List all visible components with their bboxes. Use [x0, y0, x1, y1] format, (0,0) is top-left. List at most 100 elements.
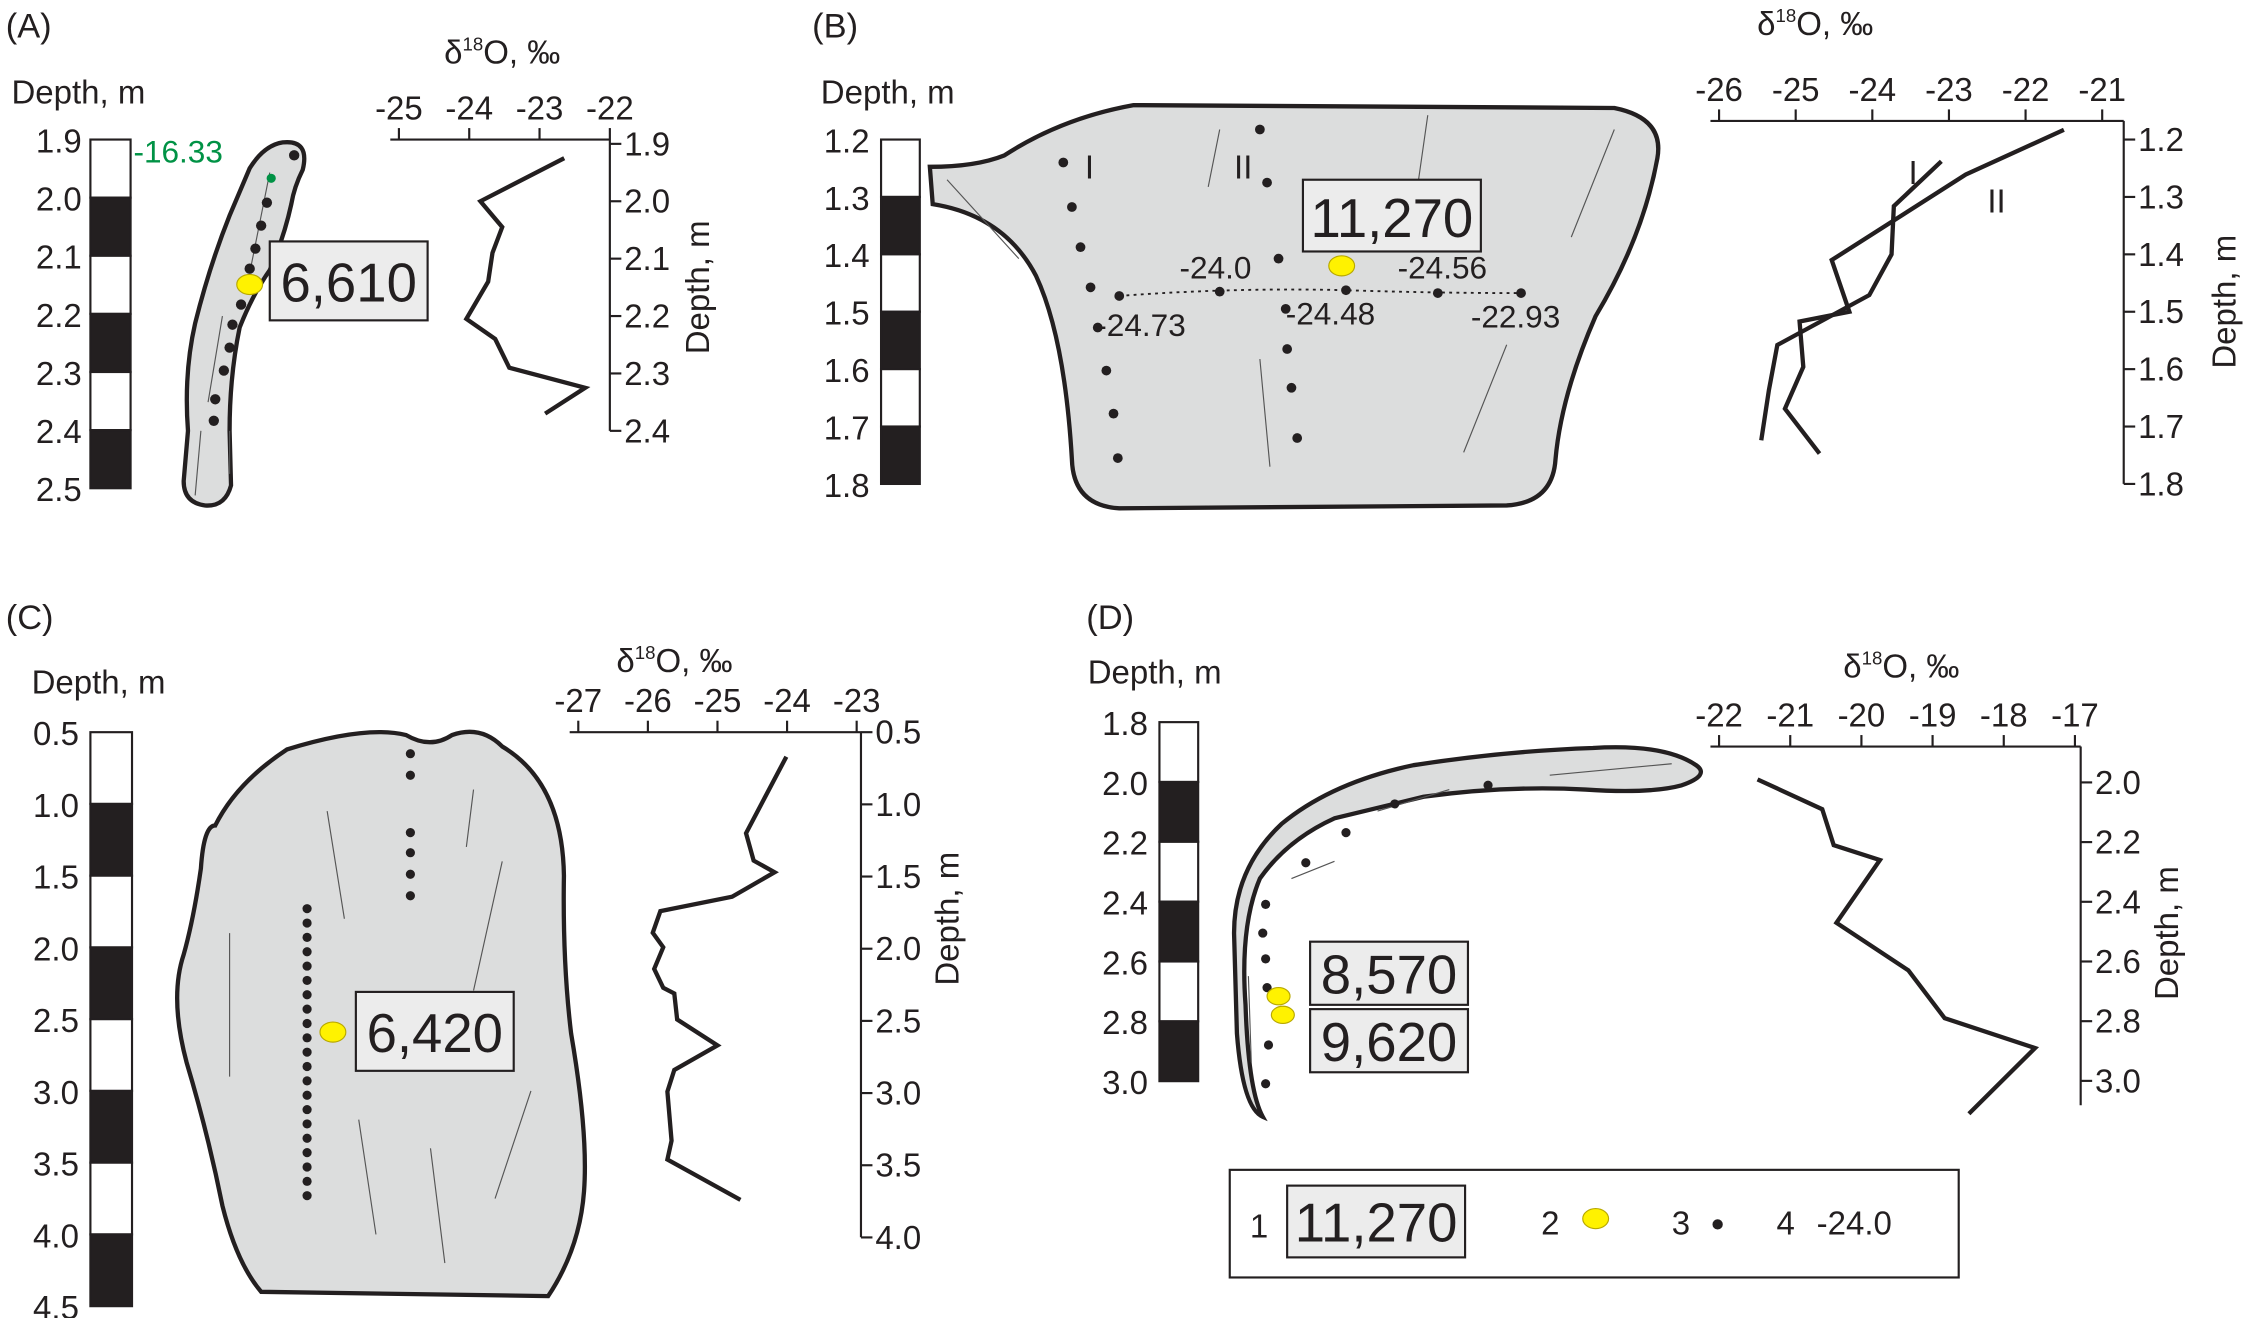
depth-scale-block: [89, 802, 134, 877]
x-tick-label: -21: [2078, 71, 2126, 108]
depth-scale-label: 3.0: [33, 1074, 79, 1111]
ice-wedge-outline-a: [181, 140, 307, 508]
depth-scale-block: [1158, 780, 1200, 843]
age-box-a: [268, 240, 429, 322]
ice-veins-b: [946, 115, 1615, 467]
depth-scale-block: [89, 731, 134, 806]
y-tick-label: 1.5: [2138, 293, 2184, 330]
y-tick-label: 2.5: [875, 1002, 921, 1039]
x-tick-label: -24: [445, 89, 493, 126]
sample-point: [302, 961, 312, 971]
legend-number-2: 2: [1541, 1204, 1559, 1241]
depth-scale-title-c: Depth, m: [32, 663, 166, 700]
dating-point: [1266, 987, 1291, 1006]
y-tick-label: 2.0: [875, 930, 921, 967]
sample-point: [261, 197, 273, 208]
value-label: -24.0: [1180, 250, 1252, 286]
vein-i-points: [1058, 157, 1123, 463]
ice-veins-d: [1247, 763, 1672, 1063]
y-tick-label: 1.0: [875, 786, 921, 823]
age-label-b: 11,270: [1311, 188, 1474, 249]
series-label: II: [1987, 183, 2005, 220]
sample-point: [302, 932, 312, 942]
y-tick-label: 2.4: [2095, 883, 2141, 920]
generated-scales-and-profiles: 1.92.02.12.22.32.42.51.21.31.41.51.61.71…: [33, 5, 2243, 1318]
sample-point: [210, 394, 221, 405]
ice-veins-a: [194, 172, 271, 496]
depth-scale-block: [89, 1233, 134, 1308]
sample-point: [302, 975, 312, 986]
sample-point: [250, 243, 261, 254]
y-tick-label: 2.1: [624, 240, 670, 277]
depth-scale-block: [879, 425, 921, 486]
sample-point: [302, 1004, 312, 1014]
depth-scale-block: [89, 946, 134, 1021]
profile-line-c-profile: [650, 755, 789, 1202]
depth-scale-block: [89, 1089, 134, 1164]
y-axis-title: Depth, m: [679, 220, 716, 354]
x-tick-label: -23: [1925, 71, 1973, 108]
depth-scale-block: [1158, 1020, 1200, 1083]
depth-scale-title-d: Depth, m: [1088, 653, 1222, 690]
ice-wedge-b: I II 11,270 -24.0 -24.56 -24.73 -24.48 -…: [927, 102, 1661, 511]
x-tick-label: -22: [1695, 696, 1743, 733]
x-tick-label: -25: [1772, 71, 1820, 108]
vein-label-i: I: [1085, 148, 1094, 185]
profile-line-b-i: [1759, 159, 1943, 441]
depth-scale-label: 2.4: [1102, 885, 1148, 922]
y-tick-label: 2.4: [624, 412, 670, 449]
green-value-label: -16.33: [133, 134, 222, 170]
y-tick-label: 3.0: [2095, 1062, 2141, 1099]
sample-point: [302, 1076, 312, 1086]
profile-line-a-profile: [463, 156, 591, 416]
series-label: I: [1908, 154, 1917, 191]
y-axis-title: Depth, m: [2206, 235, 2243, 369]
vein-ii-points: [1255, 124, 1303, 443]
x-tick-label: -26: [624, 682, 672, 719]
depth-scale-block: [89, 138, 132, 199]
sample-point: [302, 990, 312, 1000]
x-tick-label: -26: [1695, 71, 1743, 108]
sample-point: [218, 365, 230, 376]
sample-point: [302, 1061, 312, 1072]
depth-scale-label: 0.5: [33, 715, 79, 752]
age-box-d1: [1309, 940, 1470, 1006]
depth-scale-block: [89, 196, 132, 257]
legend-number-1: 1: [1250, 1207, 1268, 1244]
y-tick-label: 1.6: [2138, 351, 2184, 388]
y-tick-label: 2.8: [2095, 1003, 2141, 1040]
value-label: -24.56: [1398, 250, 1487, 286]
y-tick-label: 2.6: [2095, 943, 2141, 980]
depth-scale-block: [89, 874, 134, 949]
depth-scale-block: [1158, 840, 1200, 903]
sample-points-c: [302, 749, 415, 1201]
sample-point: [302, 1018, 312, 1029]
y-tick-label: 2.3: [624, 355, 670, 392]
x-tick-label: -25: [694, 682, 742, 719]
x-tick-label: -19: [1909, 696, 1957, 733]
y-tick-label: 4.0: [875, 1219, 921, 1256]
ice-wedge-a: -16.33 6,610: [133, 134, 429, 508]
panel-letter-a: (A): [6, 8, 52, 46]
x-tick-label: -18: [1980, 696, 2028, 733]
y-tick-label: 0.5: [875, 714, 921, 751]
y-tick-label: 3.5: [875, 1147, 921, 1184]
vein-label-ii: II: [1234, 148, 1252, 185]
sample-point: [302, 918, 312, 928]
legend-dating-point: [1582, 1208, 1610, 1230]
depth-scale-label: 1.7: [824, 409, 870, 446]
sample-point: [302, 1176, 312, 1186]
y-tick-label: 2.2: [2095, 824, 2141, 861]
horizontal-sampling-line: [1119, 288, 1522, 297]
dating-point: [319, 1021, 347, 1043]
sample-point: [244, 263, 255, 274]
x-axis-title: δ18O, ‰: [444, 33, 560, 70]
depth-scale-block: [879, 138, 921, 199]
value-label: -24.73: [1096, 307, 1185, 343]
depth-scale-block: [879, 253, 921, 313]
sample-point: [302, 947, 312, 957]
depth-scale-label: 2.6: [1102, 944, 1148, 981]
green-sample-point: [266, 173, 276, 183]
dating-point: [1328, 255, 1356, 277]
x-tick-label: -22: [2002, 71, 2050, 108]
